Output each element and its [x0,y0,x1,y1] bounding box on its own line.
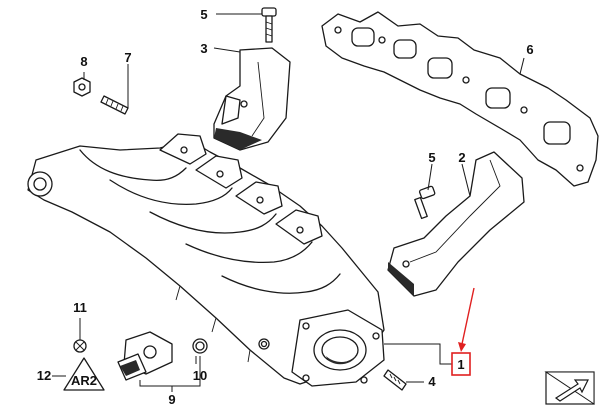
bracket-part-3[interactable] [213,47,291,151]
callout-8: 8 [80,54,87,69]
gasket-part-6[interactable] [321,11,599,187]
callout-11: 11 [73,300,87,315]
callout-4: 4 [428,374,436,389]
bolt-part-5-top[interactable] [261,7,277,43]
callout-5-right: 5 [428,150,435,165]
callout-6: 6 [526,42,533,57]
callout-labels: 5 3 8 7 6 5 2 11 12 9 10 4 1 [37,7,534,407]
callout-9: 9 [168,392,175,407]
sensor-part-9[interactable] [117,331,173,381]
callout-5-top: 5 [200,7,207,22]
o-ring-part-10[interactable] [192,338,208,354]
intake-manifold-part-1[interactable] [27,133,385,387]
stud-part-4[interactable] [383,369,407,391]
nut-part-8[interactable] [73,77,91,97]
callout-2: 2 [458,150,465,165]
stud-part-7[interactable] [100,95,129,115]
screw-part-11[interactable] [73,339,87,353]
callout-12: 12 [37,368,51,383]
nav-corner-arrow-icon[interactable] [544,371,595,405]
callout-1-highlight [451,287,475,376]
warning-sticker-text: AR2 [71,373,97,388]
callout-7: 7 [124,50,131,65]
bracket-part-2[interactable] [387,151,525,297]
bolt-part-5-right[interactable] [414,185,436,220]
warning-triangle-icon[interactable]: AR2 [63,357,105,391]
leader-lines [52,13,525,392]
callout-3: 3 [200,41,207,56]
callout-1: 1 [457,357,464,372]
callout-10: 10 [193,368,207,383]
